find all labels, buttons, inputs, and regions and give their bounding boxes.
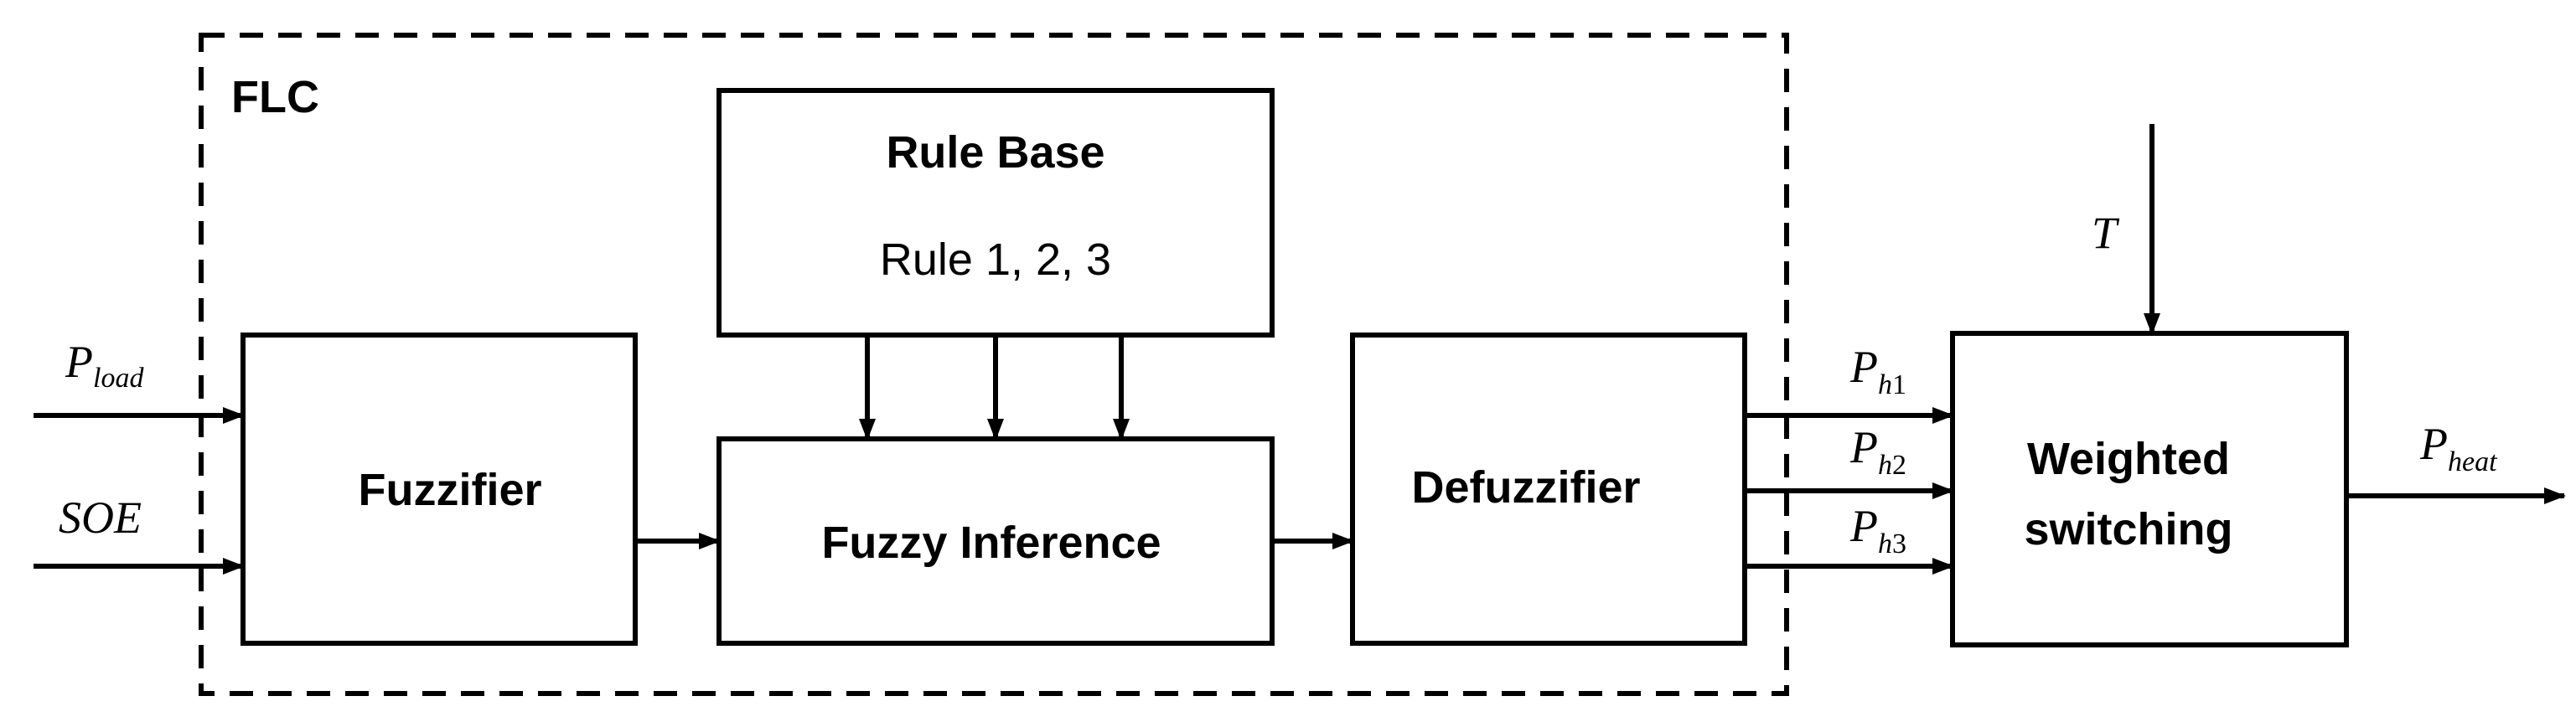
fuzzy-inference-label: Fuzzy Inference — [821, 518, 1161, 568]
p-heat-label: Pheat — [2419, 419, 2498, 477]
fuzzifier-label: Fuzzifier — [358, 465, 541, 515]
rule-base-title: Rule Base — [886, 127, 1104, 178]
defuzzifier-label: Defuzzifier — [1411, 462, 1640, 513]
soe-label: SOE — [59, 492, 142, 543]
weighted-switching-block — [1950, 331, 2349, 647]
rule-base-rules: Rule 1, 2, 3 — [880, 235, 1111, 285]
weighted-switching-line2: switching — [2024, 504, 2232, 554]
ph3-label: Ph3 — [1849, 501, 1906, 559]
flc-boundary — [199, 33, 1789, 696]
flc-label: FLC — [231, 72, 319, 122]
p-load-label: Pload — [65, 337, 144, 394]
t-label: T — [2092, 208, 2120, 258]
defuzzifier-block — [1350, 333, 1747, 646]
ph1-label: Ph1 — [1849, 342, 1906, 400]
fuzzifier-block — [241, 333, 638, 646]
weighted-switching-line1: Weighted — [2027, 434, 2230, 484]
ph2-label: Ph2 — [1849, 422, 1906, 481]
